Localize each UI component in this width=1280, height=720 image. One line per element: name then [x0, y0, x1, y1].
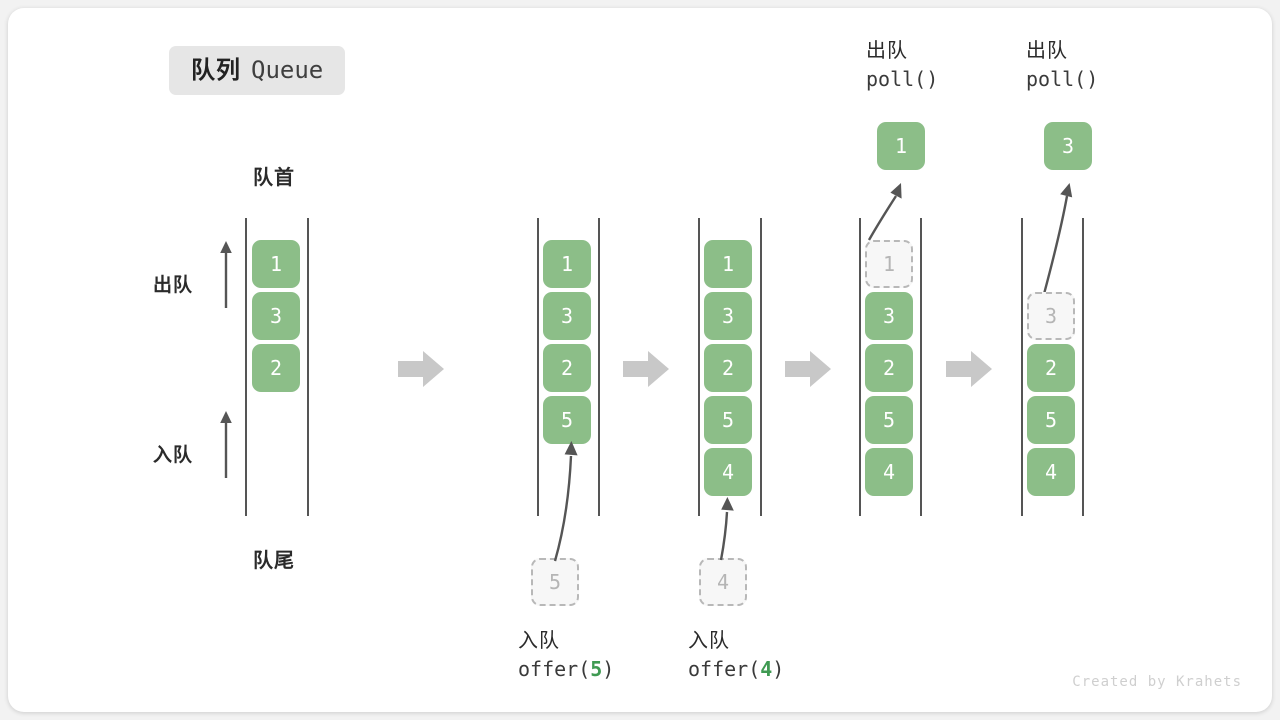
incoming-ghost-cell: 5 — [531, 558, 579, 606]
queue-cell: 3 — [543, 292, 591, 340]
queue-cell: 2 — [1027, 344, 1075, 392]
queue-cell: 1 — [865, 240, 913, 288]
rail-left-initial — [245, 218, 247, 516]
operation-name: 入队 — [518, 630, 560, 652]
operation-name: 出队 — [866, 40, 908, 62]
queue-cell: 2 — [543, 344, 591, 392]
step-arrow-icon — [785, 351, 831, 387]
queue-head-label: 队首 — [253, 167, 295, 189]
queue-cell: 5 — [543, 396, 591, 444]
dequeue-side-label: 出队 — [153, 275, 194, 296]
title-en: Queue — [251, 56, 324, 84]
operation-name: 出队 — [1026, 40, 1068, 62]
code-prefix: offer( — [688, 656, 761, 681]
rail-left-offer-4 — [698, 218, 700, 516]
queue-cell: 2 — [865, 344, 913, 392]
queue-cell: 1 — [543, 240, 591, 288]
enqueue-side-label: 入队 — [153, 445, 194, 466]
queue-cell: 4 — [704, 448, 752, 496]
rail-right-offer-4 — [760, 218, 762, 516]
outgoing-cell: 3 — [1044, 122, 1092, 170]
outgoing-cell: 1 — [877, 122, 925, 170]
code-suffix: ) — [602, 656, 615, 681]
queue-cell: 5 — [704, 396, 752, 444]
enqueue-motion-arrow — [553, 441, 578, 562]
operation-code: offer(4) — [688, 656, 784, 684]
diagram-card: 队列 Queue 队首 1 3 2 出队 入队 队尾 1 3 2 5 5 入队 o… — [8, 8, 1272, 712]
rail-right-poll-3 — [1082, 218, 1084, 516]
code-prefix: poll( — [1026, 66, 1087, 91]
rail-right-initial — [307, 218, 309, 516]
rail-left-poll-3 — [1021, 218, 1023, 516]
dequeue-motion-arrow — [1042, 183, 1073, 295]
queue-cell: 3 — [252, 292, 300, 340]
operation-code: offer(5) — [518, 656, 614, 684]
operation-caption-poll-3: 出队 poll() — [1026, 38, 1098, 93]
code-suffix: ) — [926, 66, 939, 91]
code-suffix: ) — [772, 656, 785, 681]
queue-cell: 4 — [1027, 448, 1075, 496]
rail-left-offer-5 — [537, 218, 539, 516]
step-arrow-icon — [623, 351, 669, 387]
dequeue-motion-arrow — [867, 183, 902, 241]
code-suffix: ) — [1086, 66, 1099, 91]
queue-cell: 1 — [704, 240, 752, 288]
rail-right-offer-5 — [598, 218, 600, 516]
incoming-ghost-cell: 4 — [699, 558, 747, 606]
queue-cell: 5 — [865, 396, 913, 444]
queue-cell: 3 — [865, 292, 913, 340]
operation-name: 入队 — [688, 630, 730, 652]
queue-cell: 4 — [865, 448, 913, 496]
enqueue-direction-arrow — [220, 411, 232, 478]
code-prefix: poll( — [866, 66, 927, 91]
enqueue-motion-arrow — [719, 497, 734, 561]
code-prefix: offer( — [518, 656, 591, 681]
code-arg: 4 — [760, 656, 773, 681]
dequeue-direction-arrow — [220, 241, 232, 308]
queue-cell: 5 — [1027, 396, 1075, 444]
queue-cell: 2 — [704, 344, 752, 392]
operation-code: poll() — [1026, 66, 1098, 94]
operation-code: poll() — [866, 66, 938, 94]
step-arrow-icon — [398, 351, 444, 387]
operation-caption-poll-1: 出队 poll() — [866, 38, 938, 93]
attribution-footer: Created by Krahets — [1072, 674, 1242, 690]
queue-cell: 2 — [252, 344, 300, 392]
queue-cell: 3 — [1027, 292, 1075, 340]
operation-caption-offer-4: 入队 offer(4) — [688, 628, 784, 683]
title-cn: 队列 — [191, 57, 241, 84]
step-arrow-icon — [946, 351, 992, 387]
queue-tail-label: 队尾 — [253, 550, 295, 572]
queue-cell: 3 — [704, 292, 752, 340]
operation-caption-offer-5: 入队 offer(5) — [518, 628, 614, 683]
code-arg: 5 — [590, 656, 603, 681]
title-badge: 队列 Queue — [169, 46, 346, 95]
rail-right-poll-1 — [920, 218, 922, 516]
rail-left-poll-1 — [859, 218, 861, 516]
queue-cell: 1 — [252, 240, 300, 288]
